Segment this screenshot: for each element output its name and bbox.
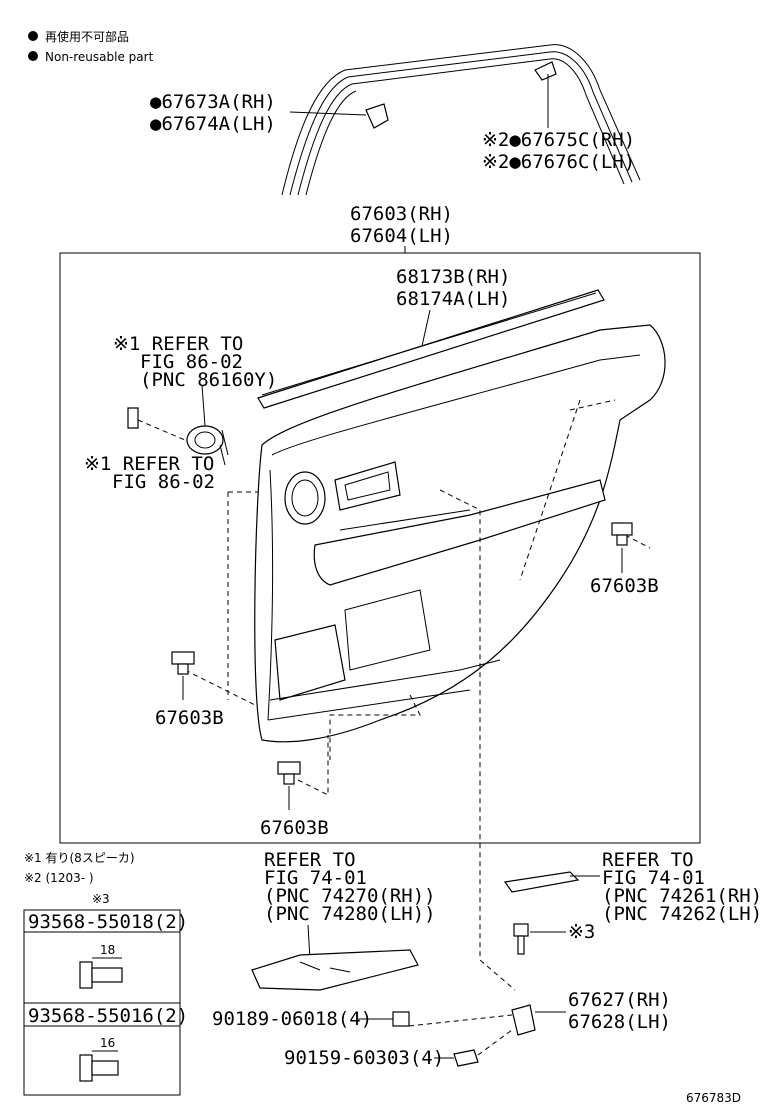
legend-bullet-icon (28, 31, 38, 41)
label-90189: 90189-06018(4) (212, 1008, 372, 1030)
drawing-number: 676783D (686, 1091, 741, 1105)
frame-clip-67673a[interactable] (365, 103, 389, 129)
label-67628: 67628(LH) (568, 1011, 671, 1033)
label-67674a: ●67674A(LH) (150, 113, 276, 135)
label-67673a: ●67673A(RH) (150, 91, 276, 113)
label-90159: 90159-60303(4) (284, 1047, 444, 1069)
label-67603rh: 67603(RH) (350, 203, 453, 225)
screw-icon (513, 923, 529, 937)
ref1-line2: FIG 86-02 (140, 351, 243, 373)
bracket-67627[interactable] (511, 1004, 536, 1036)
table-row2-part: 93568-55016(2) (28, 1005, 188, 1027)
label-67676c: ※2●67676C(LH) (482, 151, 635, 173)
note-2: ※2 (1203- ) (24, 871, 94, 885)
ref1-line1: ※1 REFER TO (113, 333, 243, 355)
table-row2-dim: 16 (100, 1036, 115, 1050)
switch-base-74270[interactable] (251, 949, 419, 991)
clip-icon[interactable] (171, 651, 195, 675)
door-trim-panel-67603[interactable] (254, 324, 666, 743)
ref4-line3: (PNC 74261(RH)) (602, 885, 760, 907)
label-clip-bottom: 67603B (260, 817, 329, 839)
nut-90189[interactable] (392, 1011, 410, 1027)
legend-jp-text: 再使用不可部品 (45, 29, 129, 44)
label-67627: 67627(RH) (568, 989, 671, 1011)
label-68174a: 68174A(LH) (396, 288, 510, 310)
table-row1-part: 93568-55018(2) (28, 911, 188, 933)
note-1: ※1 有り(8スピーカ) (24, 851, 135, 865)
bolt-icon (79, 961, 93, 989)
screw-90159[interactable] (453, 1049, 479, 1067)
door-frame-weatherstrip (281, 44, 641, 196)
legend-en-text: Non-reusable part (45, 50, 154, 64)
ref2-line1: ※1 REFER TO (84, 453, 214, 475)
armrest-cover-74261[interactable] (503, 871, 580, 893)
label-68173b: 68173B(RH) (396, 266, 510, 288)
label-67604lh: 67604(LH) (350, 225, 453, 247)
bolt-table: 93568-55018(2) 18 93568-55016(2) 16 (23, 909, 188, 1096)
table-row1-dim: 18 (100, 943, 115, 957)
clip-location-lines (184, 399, 651, 991)
assembly-frame (59, 252, 701, 844)
ref2-line2: FIG 86-02 (112, 471, 215, 493)
ref3-line4: (PNC 74280(LH)) (264, 903, 436, 925)
legend-bullet-icon (28, 51, 38, 61)
bolt-icon (79, 1054, 93, 1082)
label-clip-right: 67603B (590, 575, 659, 597)
speaker-screw-icon (127, 407, 139, 429)
note-3: ※3 (92, 892, 110, 906)
frame-clip-67675c[interactable] (534, 61, 557, 81)
clip-icon[interactable] (277, 761, 301, 785)
ref1-line3: (PNC 86160Y) (140, 369, 277, 391)
clip-icon[interactable] (611, 522, 633, 546)
label-clip-left: 67603B (155, 707, 224, 729)
ref3-line2: FIG 74-01 (264, 867, 367, 889)
label-note-x3: ※3 (568, 921, 595, 943)
ref4-line2: FIG 74-01 (602, 867, 705, 889)
ref3-line3: (PNC 74270(RH)) (264, 885, 436, 907)
ref4-line4: (PNC 74262(LH)) (602, 903, 760, 925)
ref3-line1: REFER TO (264, 849, 356, 871)
ref4-line1: REFER TO (602, 849, 694, 871)
belt-moulding-68173b[interactable] (257, 289, 605, 409)
label-67675c: ※2●67675C(RH) (482, 129, 635, 151)
